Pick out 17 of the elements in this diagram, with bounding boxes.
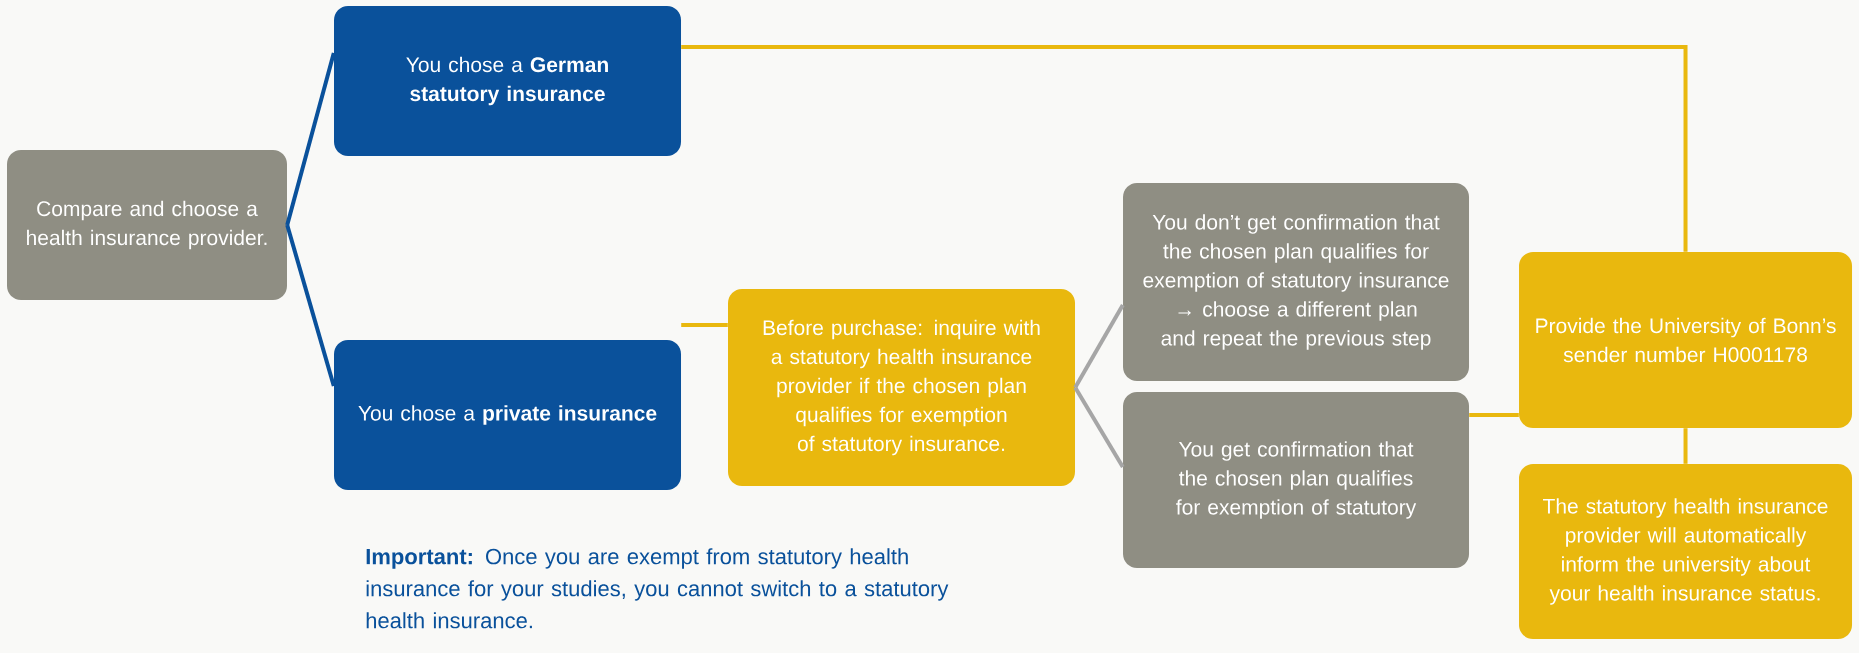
choice-box: You chose a private insurance (334, 340, 681, 490)
connector-line (1683, 428, 1688, 464)
connector-line (681, 323, 728, 327)
action-box: Provide the University of Bonn’s sender number H0001178 (1519, 252, 1853, 428)
step-box: You get confirmation that the chosen plan qualifies for exemption of statutory (1123, 392, 1469, 568)
connector-line (285, 224, 336, 387)
connector-line (1073, 386, 1125, 469)
step-box: You don’t get confirmation that the chosen plan qualifies for exemption of statutory insurance → choose a different plan and repeat the previous step (1123, 183, 1469, 381)
note-text: Important: Once you are exempt from statutory health insurance for your studies, you cannot switch to a statutory health insurance. (366, 548, 949, 629)
step-box: Compare and choose a health insurance provider. (7, 150, 287, 300)
connector-line (1073, 304, 1125, 389)
action-box: Before purchase: inquire with a statutory health insurance provider if the chosen plan qualifies for exemption of statutory insurance. (728, 289, 1075, 486)
connector-line (681, 45, 1688, 252)
choice-box: You chose a German statutory insurance (334, 6, 681, 156)
action-box: The statutory health insurance provider will automatically inform the university about your health insurance status. (1519, 464, 1853, 639)
connector-line (1469, 413, 1519, 417)
connector-line (285, 52, 336, 226)
